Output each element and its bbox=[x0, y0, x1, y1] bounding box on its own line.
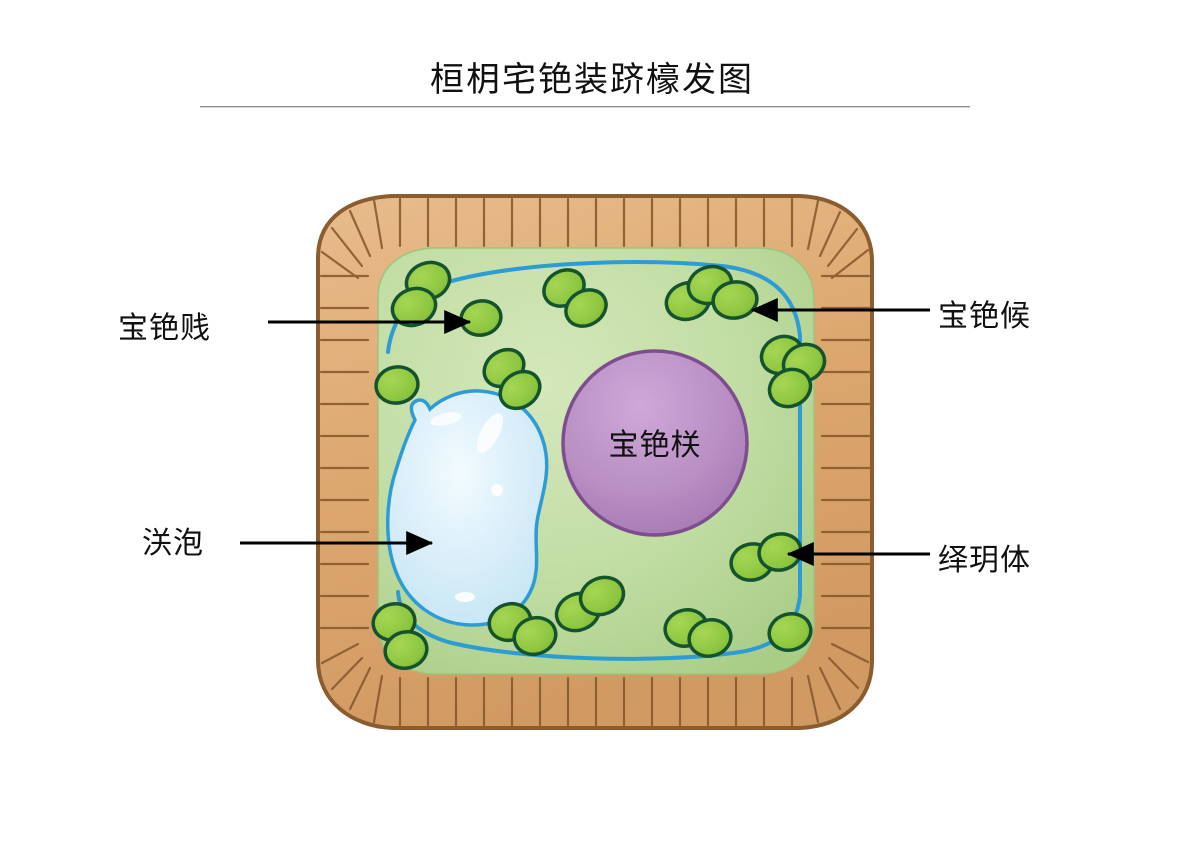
label-chloroplast: 宝铯候 bbox=[938, 300, 1031, 333]
chloroplast bbox=[498, 369, 542, 411]
title-divider bbox=[200, 106, 970, 108]
nucleus-label: 宝铯栚 bbox=[609, 429, 702, 462]
chloroplast bbox=[687, 618, 733, 658]
page-title: 桓枂宅铯装跻檺发图 bbox=[430, 61, 754, 99]
nucleus: 宝铯栚 bbox=[561, 349, 749, 537]
chloroplast bbox=[564, 288, 608, 328]
chloroplast bbox=[767, 367, 813, 409]
chloroplast bbox=[767, 612, 813, 652]
chloroplast bbox=[390, 286, 438, 328]
chloroplast bbox=[374, 365, 420, 405]
chloroplast bbox=[383, 630, 429, 670]
chloroplast bbox=[711, 280, 759, 320]
chloroplast bbox=[578, 575, 626, 617]
label-vacuole: 浂泡 bbox=[142, 527, 204, 560]
vacuole bbox=[386, 389, 549, 627]
cell-membrane bbox=[386, 260, 802, 661]
cell-wall-hatching bbox=[319, 197, 871, 727]
label-cytoplasm: 宝铯贱 bbox=[118, 312, 211, 345]
leader-arrows bbox=[240, 298, 930, 566]
chloroplast-group bbox=[371, 260, 827, 670]
chloroplast bbox=[512, 615, 558, 657]
label-mitochondria: 绎玥体 bbox=[938, 544, 1031, 577]
